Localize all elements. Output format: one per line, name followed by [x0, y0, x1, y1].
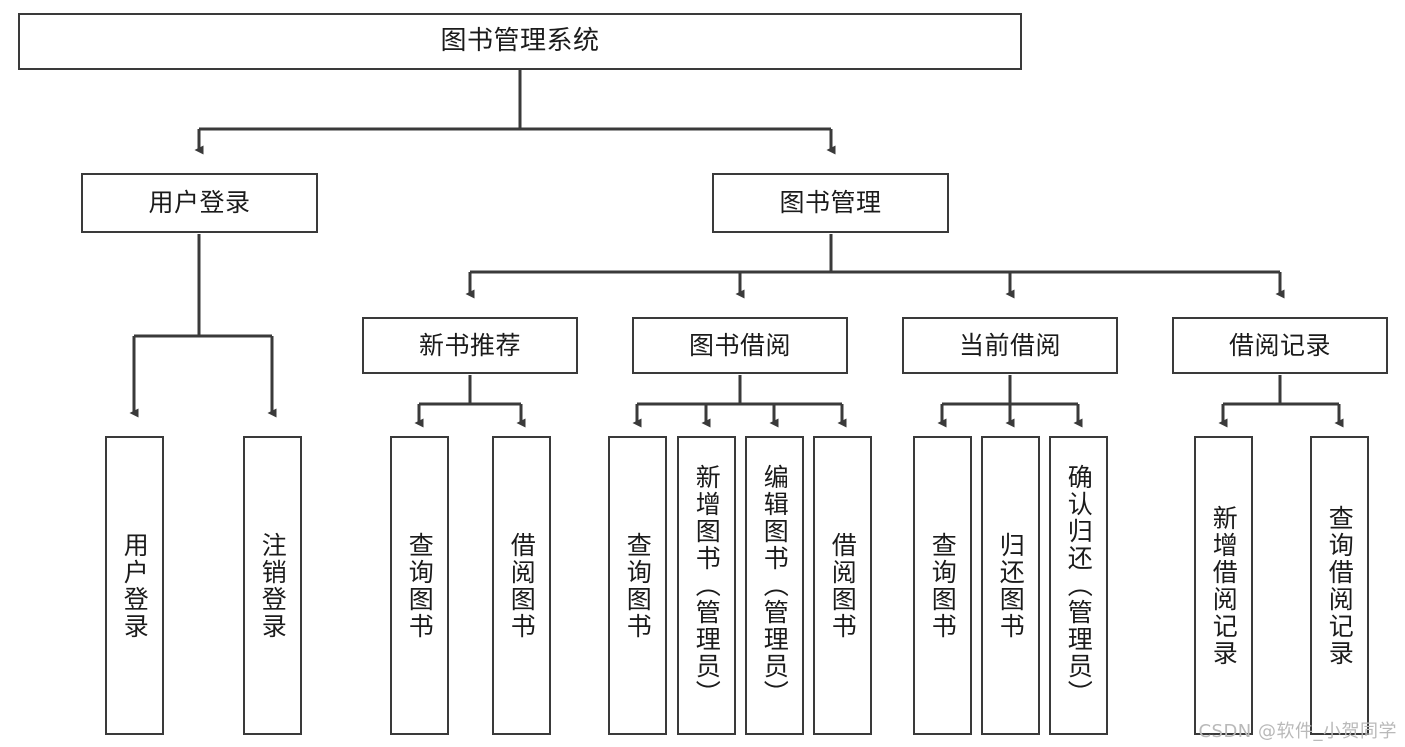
node-label: 借阅图书 [828, 531, 858, 640]
node-label: 编辑图书（管理员） [760, 464, 790, 707]
leaf-user-login-logout[interactable]: 注销登录 [243, 436, 302, 735]
node-label: 归还图书 [996, 531, 1026, 640]
node-label: 图书管理 [779, 188, 882, 218]
node-label: 当前借阅 [958, 330, 1061, 360]
leaf-user-login-login[interactable]: 用户登录 [105, 436, 164, 735]
node-user-login[interactable]: 用户登录 [81, 173, 318, 233]
node-book-borrow[interactable]: 图书借阅 [632, 317, 848, 374]
leaf-current-borrow-return-books[interactable]: 归还图书 [981, 436, 1040, 735]
node-label: 新增图书（管理员） [692, 464, 722, 707]
leaf-book-borrow-edit-book-admin[interactable]: 编辑图书（管理员） [745, 436, 804, 735]
leaf-new-book-query-books[interactable]: 查询图书 [390, 436, 449, 735]
node-label: 图书借阅 [688, 330, 791, 360]
leaf-current-borrow-confirm-return-admin[interactable]: 确认归还（管理员） [1049, 436, 1108, 735]
node-label: 借阅图书 [507, 531, 537, 640]
leaf-book-borrow-query-books[interactable]: 查询图书 [608, 436, 667, 735]
node-label: 查询借阅记录 [1325, 504, 1355, 667]
node-label: 确认归还（管理员） [1064, 464, 1094, 707]
node-label: 用户登录 [148, 188, 251, 218]
node-borrow-record[interactable]: 借阅记录 [1172, 317, 1388, 374]
node-label: 注销登录 [258, 531, 288, 640]
leaf-new-book-borrow-books[interactable]: 借阅图书 [492, 436, 551, 735]
node-label: 新增借阅记录 [1209, 504, 1239, 667]
node-label: 查询图书 [623, 531, 653, 640]
node-current-borrow[interactable]: 当前借阅 [902, 317, 1118, 374]
node-label: 图书管理系统 [440, 26, 600, 57]
node-label: 用户登录 [120, 531, 150, 640]
node-root-book-management-system[interactable]: 图书管理系统 [18, 13, 1022, 70]
leaf-book-borrow-add-book-admin[interactable]: 新增图书（管理员） [677, 436, 736, 735]
leaf-borrow-record-query-record[interactable]: 查询借阅记录 [1310, 436, 1369, 735]
node-label: 查询图书 [405, 531, 435, 640]
node-new-book-recommend[interactable]: 新书推荐 [362, 317, 578, 374]
node-label: 借阅记录 [1228, 330, 1331, 360]
leaf-borrow-record-add-record[interactable]: 新增借阅记录 [1194, 436, 1253, 735]
node-label: 新书推荐 [418, 330, 521, 360]
node-book-management[interactable]: 图书管理 [712, 173, 949, 233]
leaf-current-borrow-query-books[interactable]: 查询图书 [913, 436, 972, 735]
node-label: 查询图书 [928, 531, 958, 640]
leaf-book-borrow-borrow-books[interactable]: 借阅图书 [813, 436, 872, 735]
